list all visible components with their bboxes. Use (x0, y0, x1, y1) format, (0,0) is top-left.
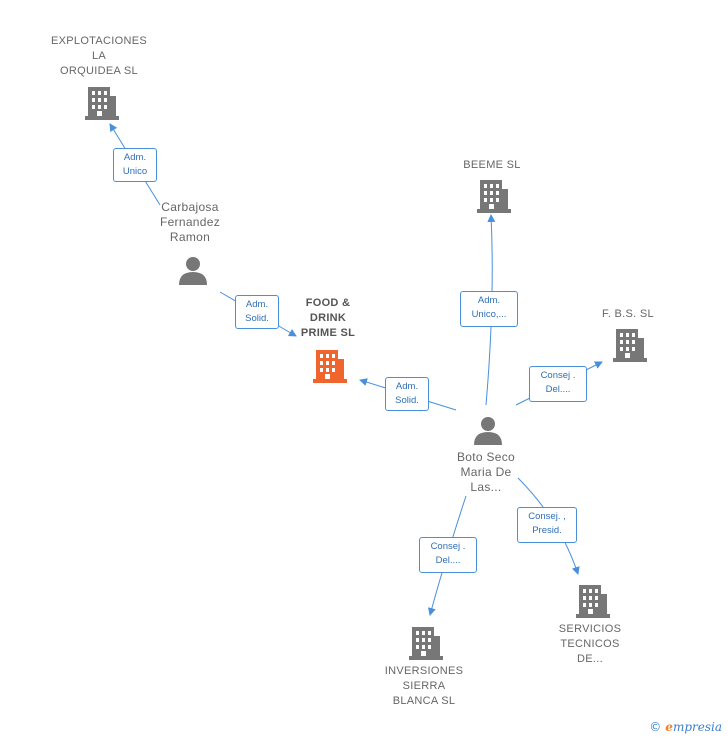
brand-e: e (665, 720, 673, 734)
edge-label-consej-del[interactable]: Consej . Del.... (529, 366, 587, 402)
building-icon[interactable] (613, 326, 647, 362)
building-icon[interactable] (313, 347, 347, 383)
building-icon[interactable] (85, 84, 119, 120)
edge-label-consej-del[interactable]: Consej . Del.... (419, 537, 477, 573)
company-label-fbs[interactable]: F. B.S. SL (602, 308, 654, 320)
copyright-icon: © (649, 720, 662, 734)
company-label-food-drink[interactable]: FOOD & DRINK PRIME SL (300, 297, 356, 339)
building-icon[interactable] (409, 624, 443, 660)
person-icon[interactable] (473, 415, 503, 445)
brand-name: mpresia (672, 720, 722, 734)
company-label-explotaciones[interactable]: EXPLOTACIONES LA ORQUIDEA SL (51, 35, 147, 77)
edge-label-adm-unico[interactable]: Adm. Unico (113, 148, 157, 182)
company-label-inversiones[interactable]: INVERSIONES SIERRA BLANCA SL (384, 665, 464, 707)
edge-label-adm-solid[interactable]: Adm. Solid. (385, 377, 429, 411)
edge-label-adm-solid[interactable]: Adm. Solid. (235, 295, 279, 329)
person-label-boto[interactable]: Boto Seco Maria De Las... (456, 450, 516, 494)
building-icon[interactable] (576, 582, 610, 618)
person-label-carbajosa[interactable]: Carbajosa Fernandez Ramon (159, 200, 221, 244)
brand-watermark: ©empresia (649, 720, 722, 734)
company-label-servicios[interactable]: SERVICIOS TECNICOS DE... (558, 623, 622, 665)
company-label-beeme[interactable]: BEEME SL (463, 159, 521, 171)
edge-label-consej-presid[interactable]: Consej. , Presid. (517, 507, 577, 543)
person-icon[interactable] (178, 255, 208, 285)
building-icon[interactable] (477, 177, 511, 213)
edge-label-adm-unico[interactable]: Adm. Unico,... (460, 291, 518, 327)
